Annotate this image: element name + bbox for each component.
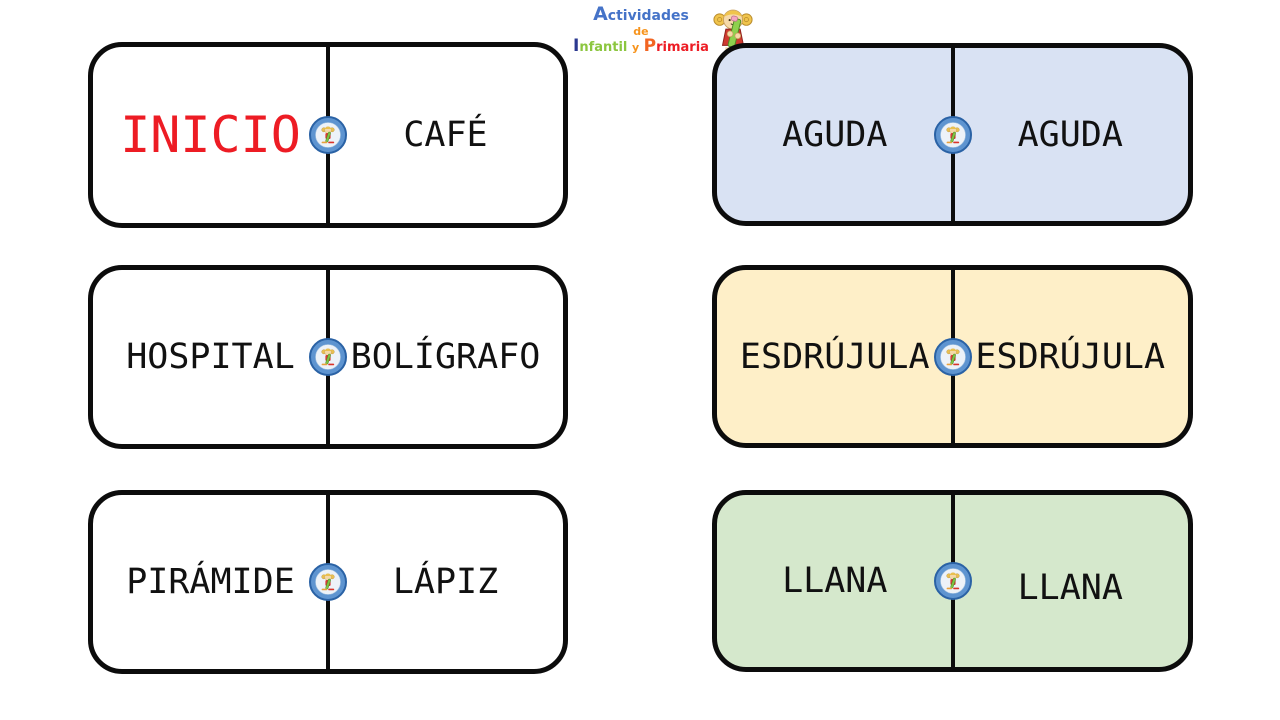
domino-word-left: INICIO [120,106,301,164]
domino-word-left: ESDRÚJULA [739,336,930,377]
domino-right-cell: CAFÉ [328,47,563,223]
domino-tile-aguda-aguda: AGUDA AGUDA [712,43,1193,226]
domino-word-right: ESDRÚJULA [975,336,1166,377]
domino-left-cell: INICIO [93,47,328,223]
domino-word-right: CAFÉ [403,115,488,155]
logo-word-infantil: Infantil [573,36,628,57]
domino-word-right: LLANA [1017,568,1123,608]
logo-medallion-icon [933,115,972,154]
domino-right-cell: LÁPIZ [328,495,563,669]
domino-tile-esdrujula-esdrujula: ESDRÚJULA ESDRÚJULA [712,265,1193,448]
domino-tile-piramide-lapiz: PIRÁMIDE LÁPIZ [88,490,568,674]
domino-word-left: LLANA [782,561,888,601]
logo-medallion-icon [309,338,347,376]
logo-medallion-icon [309,563,347,601]
domino-left-cell: AGUDA [717,48,953,221]
logo-word-y: y [631,41,640,55]
domino-tile-llana-llana: LLANA LLANA [712,490,1193,672]
domino-word-left: AGUDA [782,114,888,155]
domino-tile-inicio-cafe: INICIO CAFÉ [88,42,568,228]
logo-medallion-icon [309,116,347,154]
domino-left-cell: HOSPITAL [93,270,328,444]
logo-line-infantil-y-primaria: Infantil y Primaria [573,38,709,56]
domino-word-right: LÁPIZ [392,562,499,602]
domino-tile-hospital-boligrafo: HOSPITAL BOLÍGRAFO [88,265,568,449]
domino-left-cell: LLANA [717,495,953,667]
logo-text: Actividades de Infantil y Primaria [573,5,709,56]
logo-line-de: de [633,24,649,38]
domino-right-cell: AGUDA [953,48,1189,221]
domino-right-cell: BOLÍGRAFO [328,270,563,444]
domino-word-left: PIRÁMIDE [126,562,295,602]
logo-word-primaria: Primaria [643,36,709,57]
domino-left-cell: ESDRÚJULA [717,270,953,443]
domino-right-cell: LLANA [953,495,1189,667]
logo-line-actividades: Actividades [593,3,689,25]
domino-word-right: BOLÍGRAFO [350,337,541,377]
domino-word-right: AGUDA [1017,114,1123,155]
domino-word-left: HOSPITAL [126,337,295,377]
logo-medallion-icon [933,562,972,600]
domino-left-cell: PIRÁMIDE [93,495,328,669]
domino-right-cell: ESDRÚJULA [953,270,1189,443]
logo-medallion-icon [933,337,972,376]
